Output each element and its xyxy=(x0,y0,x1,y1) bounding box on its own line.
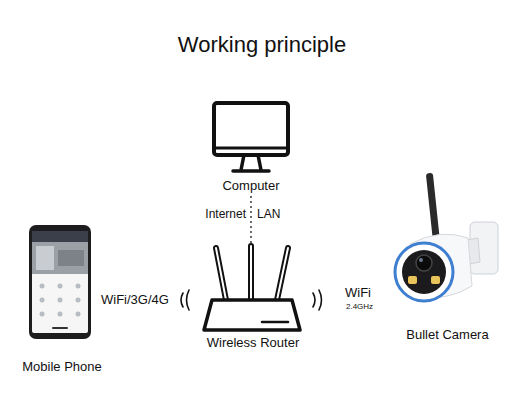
router-icon xyxy=(204,246,300,330)
connection-label: LAN xyxy=(257,207,280,222)
device-node: Computer xyxy=(196,95,306,194)
device-label: Mobile Phone xyxy=(12,359,112,375)
connection-label: WiFi/3G/4G xyxy=(101,292,169,308)
camera-icon xyxy=(395,173,498,301)
connection-label: WiFi xyxy=(345,285,371,301)
connection-label: 2.4GHz xyxy=(346,301,373,312)
dotted-link xyxy=(250,196,252,244)
device-label: Bullet Camera xyxy=(385,327,510,343)
wave-symbol xyxy=(181,290,322,310)
device-label: Computer xyxy=(196,178,306,194)
device-node: Bullet Camera xyxy=(385,168,510,343)
diagram-title: Working principle xyxy=(0,32,524,58)
device-node: Mobile Phone xyxy=(12,222,112,375)
phone-icon xyxy=(29,225,91,339)
device-label: Wireless Router xyxy=(188,335,318,351)
monitor-icon xyxy=(214,103,288,171)
device-node: Wireless Router xyxy=(188,238,318,351)
connection-label: Internet xyxy=(205,207,246,222)
